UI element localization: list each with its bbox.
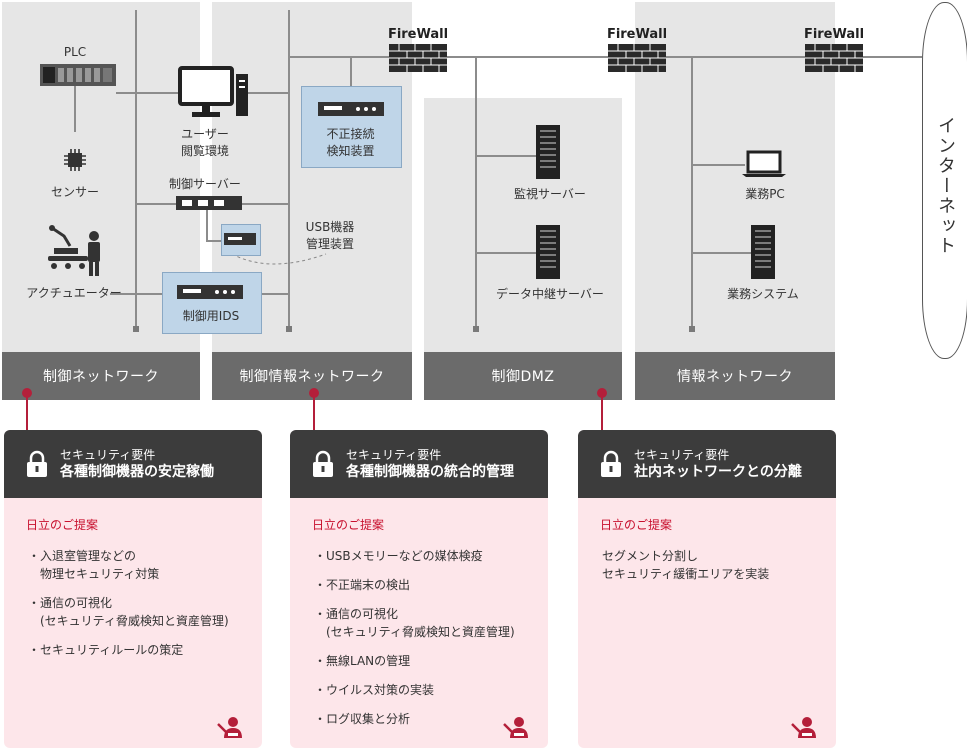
business-system-icon bbox=[751, 225, 775, 279]
lock-icon bbox=[601, 450, 621, 477]
bus-node bbox=[286, 326, 292, 332]
monitor-icon bbox=[178, 66, 248, 117]
control-server-icon bbox=[176, 196, 242, 210]
proposal-title: 日立のご提案 bbox=[600, 518, 673, 532]
firewall-icon bbox=[608, 44, 666, 72]
bus-node bbox=[473, 326, 479, 332]
proposal-text: セグメント分割し セキュリティ緩衝エリアを実装 bbox=[602, 549, 770, 581]
link-user-right bbox=[248, 92, 288, 94]
proposal-item: ・USBメモリーなどの媒体検疫 bbox=[314, 549, 483, 563]
link-pc bbox=[691, 164, 745, 166]
link-relay bbox=[475, 252, 537, 254]
sensor-label: センサー bbox=[50, 185, 99, 199]
zone-info bbox=[635, 2, 835, 352]
proposal-item: ・入退室管理などの 物理セキュリティ対策 bbox=[28, 549, 160, 581]
business-pc-label: 業務PC bbox=[745, 187, 785, 201]
proposal-item: ・ウイルス対策の実装 bbox=[314, 683, 435, 697]
zone-label-control: 制御ネットワーク bbox=[2, 352, 200, 400]
link-ids bbox=[260, 293, 288, 295]
zone-dmz bbox=[424, 98, 622, 352]
internet-label: インターネット bbox=[935, 116, 956, 256]
info-bus bbox=[691, 56, 693, 330]
firewall-icon bbox=[805, 44, 863, 72]
connector-line bbox=[601, 396, 603, 430]
lock-icon bbox=[27, 450, 47, 477]
ids-icon bbox=[177, 285, 243, 299]
control-server-label: 制御サーバー bbox=[169, 177, 241, 191]
firewall-icon bbox=[389, 44, 447, 72]
bus-node bbox=[689, 326, 695, 332]
presenter-icon bbox=[217, 717, 242, 738]
backbone-line bbox=[289, 56, 922, 58]
requirement-card: セキュリティ要件 各種制御機器の安定稼働 日立のご提案 ・入退室管理などの 物理… bbox=[4, 430, 262, 748]
card-head-big: 社内ネットワークとの分離 bbox=[634, 463, 802, 480]
card-head-small: セキュリティ要件 bbox=[60, 447, 156, 462]
connector-dot bbox=[597, 388, 607, 398]
intrusion-detect-icon bbox=[318, 102, 384, 116]
requirement-card: セキュリティ要件 各種制御機器の統合的管理 日立のご提案 ・USBメモリーなどの… bbox=[290, 430, 548, 748]
proposal-item: ・ログ収集と分析 bbox=[314, 712, 411, 726]
link-system bbox=[691, 252, 751, 254]
user-browse-label: ユーザー 閲覧環境 bbox=[180, 127, 229, 158]
monitor-server-label: 監視サーバー bbox=[514, 187, 586, 201]
connector-dot bbox=[22, 388, 32, 398]
control-info-bus bbox=[288, 10, 290, 330]
actuator-label: アクチュエーター bbox=[26, 286, 122, 300]
actuator-icon bbox=[48, 225, 100, 276]
link-monitor bbox=[475, 155, 537, 157]
card-header: セキュリティ要件 各種制御機器の安定稼働 bbox=[4, 430, 262, 498]
intrusion-detect-box bbox=[301, 86, 402, 168]
intrusion-detect-label: 不正接続 検知装置 bbox=[326, 127, 375, 158]
relay-server-label: データ中継サーバー bbox=[496, 287, 604, 301]
requirement-card: セキュリティ要件 社内ネットワークとの分離 日立のご提案 セグメント分割し セキ… bbox=[578, 430, 836, 748]
card-head-big: 各種制御機器の統合的管理 bbox=[346, 463, 514, 480]
bus-node bbox=[133, 326, 139, 332]
proposal-title: 日立のご提案 bbox=[26, 518, 99, 532]
usb-manager-icon bbox=[224, 233, 256, 245]
link-usb-h bbox=[206, 240, 222, 242]
ids-box bbox=[162, 272, 262, 334]
link-intrusion bbox=[350, 56, 352, 86]
connector-line bbox=[313, 396, 315, 430]
link-usb-v bbox=[206, 203, 208, 241]
card-head-small: セキュリティ要件 bbox=[346, 447, 442, 462]
control-bus bbox=[135, 10, 137, 330]
link-plc-sensor bbox=[74, 86, 76, 132]
internet-cloud bbox=[922, 2, 967, 359]
proposal-item: ・不正端末の検出 bbox=[314, 578, 411, 592]
ids-label: 制御用IDS bbox=[182, 309, 240, 323]
usb-dashed-link bbox=[231, 253, 327, 265]
zone-label-info: 情報ネットワーク bbox=[635, 352, 835, 400]
proposal-item: ・セキュリティルールの策定 bbox=[28, 643, 184, 657]
plc-icon bbox=[40, 64, 116, 86]
card-header: セキュリティ要件 各種制御機器の統合的管理 bbox=[290, 430, 548, 498]
proposal-item: ・通信の可視化 (セキュリティ脅威検知と資産管理) bbox=[28, 596, 229, 628]
business-system-label: 業務システム bbox=[727, 287, 799, 301]
card-header: セキュリティ要件 社内ネットワークとの分離 bbox=[578, 430, 836, 498]
link-plc bbox=[116, 92, 136, 94]
link-user bbox=[136, 92, 180, 94]
dmz-bus bbox=[475, 56, 477, 330]
zone-label-dmz: 制御DMZ bbox=[424, 352, 622, 400]
relay-server-icon bbox=[536, 225, 560, 279]
monitor-server-icon bbox=[536, 125, 560, 179]
plc-label: PLC bbox=[63, 45, 87, 59]
firewall-label: FireWall bbox=[606, 27, 668, 42]
sensor-icon bbox=[64, 149, 86, 171]
card-head-small: セキュリティ要件 bbox=[634, 447, 730, 462]
card-head-big: 各種制御機器の安定稼働 bbox=[60, 463, 214, 480]
presenter-icon bbox=[791, 717, 816, 738]
firewall-label: FireWall bbox=[803, 27, 865, 42]
presenter-icon bbox=[503, 717, 528, 738]
proposal-title: 日立のご提案 bbox=[312, 518, 385, 532]
proposal-item: ・通信の可視化 (セキュリティ脅威検知と資産管理) bbox=[314, 607, 515, 639]
proposal-item: ・無線LANの管理 bbox=[314, 654, 411, 668]
link-actuator bbox=[110, 293, 166, 295]
laptop-icon bbox=[742, 150, 786, 177]
connector-line bbox=[26, 396, 28, 430]
lock-icon bbox=[313, 450, 333, 477]
firewall-label: FireWall bbox=[387, 27, 449, 42]
usb-manager-label: USB機器 管理装置 bbox=[305, 220, 355, 251]
connector-dot bbox=[309, 388, 319, 398]
